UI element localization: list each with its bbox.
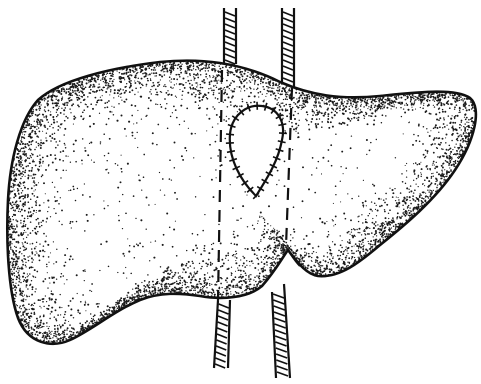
liver-outline [6, 59, 476, 349]
